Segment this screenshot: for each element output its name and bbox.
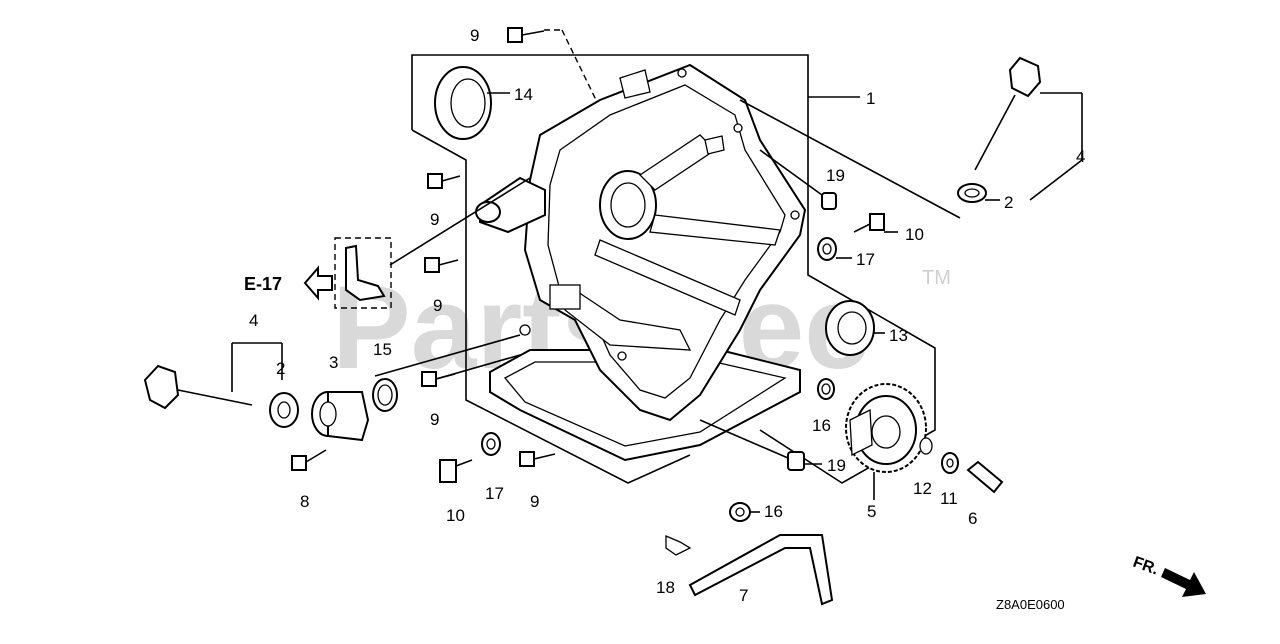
callout-7: 7: [739, 586, 748, 605]
assembly-outline: [411, 54, 936, 484]
diagram-code: Z8A0E0600: [996, 597, 1065, 612]
callout-11: 11: [940, 489, 958, 508]
callout-1: 1: [866, 89, 875, 108]
callout-13: 13: [889, 326, 908, 345]
callout-9-bottom: 9: [530, 492, 539, 511]
crankcase-cover[interactable]: [475, 63, 807, 462]
callout-17-right: 17: [856, 250, 875, 269]
dipstick-left[interactable]: [143, 364, 299, 428]
bearing[interactable]: [825, 300, 875, 356]
callout-10-right: 10: [905, 225, 924, 244]
callout-5: 5: [867, 502, 876, 521]
callout-19-lower: 19: [827, 456, 846, 475]
reference-label: E-17: [244, 274, 282, 294]
governor-arm[interactable]: [665, 534, 834, 606]
callout-16-lower: 16: [764, 502, 783, 521]
callout-19-upper: 19: [826, 166, 845, 185]
callout-labels: 1 2 2 3 4 4 5 6 7 8 9 9 9 9 9 10 10 11 1…: [249, 26, 1085, 605]
callout-8: 8: [300, 492, 309, 511]
governor-gear[interactable]: [845, 383, 927, 473]
reference-arrow: E-17: [244, 265, 333, 301]
callout-9-top: 9: [470, 26, 479, 45]
callout-4-left: 4: [249, 311, 258, 330]
callout-2-right: 2: [1004, 193, 1013, 212]
callout-16-upper: 16: [812, 416, 831, 435]
breather-tube[interactable]: [334, 237, 392, 309]
callout-9-upper: 9: [430, 210, 439, 229]
bolts[interactable]: [291, 27, 1004, 494]
callout-12: 12: [913, 479, 932, 498]
callout-17-bottom: 17: [485, 484, 504, 503]
callout-4-right: 4: [1076, 147, 1085, 166]
filler-neck[interactable]: [311, 378, 398, 442]
callout-6: 6: [968, 509, 977, 528]
watermark-tm: TM: [922, 267, 951, 289]
callout-14: 14: [514, 85, 533, 104]
leader-lines: [231, 29, 1083, 513]
callout-10-bottom: 10: [446, 506, 465, 525]
callout-15: 15: [373, 340, 392, 359]
front-label: FR.: [1131, 554, 1161, 579]
callout-2-left: 2: [276, 359, 285, 378]
callout-3: 3: [329, 353, 338, 372]
dipstick-right[interactable]: [957, 56, 1042, 203]
callout-9-middle: 9: [433, 296, 442, 315]
oil-seal[interactable]: [434, 66, 492, 140]
front-arrow: FR.: [1131, 554, 1206, 597]
small-parts[interactable]: [481, 192, 959, 522]
callout-9-lower: 9: [430, 410, 439, 429]
callout-18: 18: [656, 578, 675, 597]
